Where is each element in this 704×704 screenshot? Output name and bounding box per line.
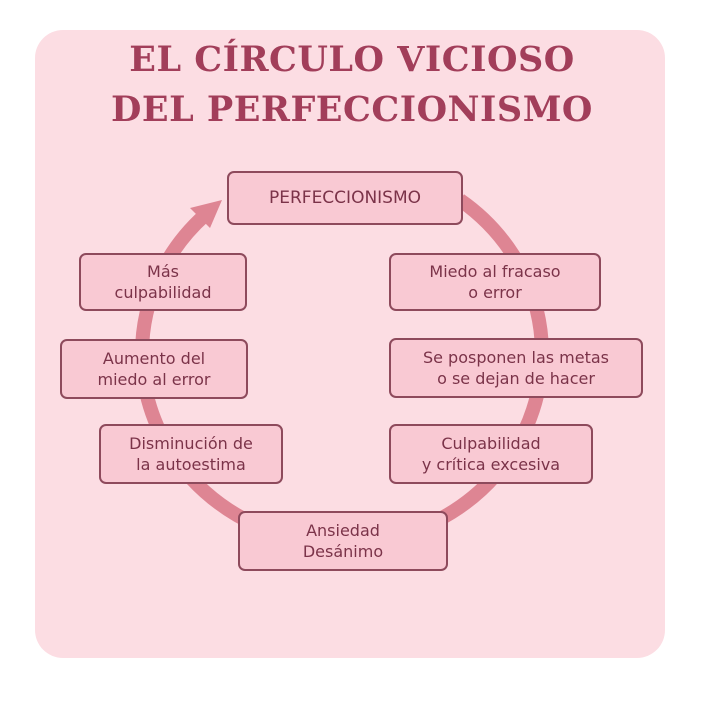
node-culpabilidad-critica: Culpabilidad y crítica excesiva [389, 424, 593, 484]
node-disminucion-autoestima: Disminución de la autoestima [99, 424, 283, 484]
node-text: Ansiedad [306, 521, 380, 540]
node-text: la autoestima [136, 455, 246, 474]
node-text: Culpabilidad [441, 434, 541, 453]
node-text: culpabilidad [114, 283, 212, 302]
node-text: PERFECCIONISMO [268, 187, 422, 208]
node-text: o error [468, 283, 522, 302]
node-text: o se dejan de hacer [437, 369, 595, 388]
node-text: Desánimo [302, 542, 384, 561]
node-perfeccionismo: PERFECCIONISMO [227, 171, 463, 225]
title-line-1: EL CÍRCULO VICIOSO [129, 39, 575, 80]
node-text: y crítica excesiva [421, 455, 561, 474]
node-aumento-miedo: Aumento del miedo al error [60, 339, 248, 399]
node-posponen-metas: Se posponen las metas o se dejan de hacer [389, 338, 643, 398]
node-mas-culpabilidad: Más culpabilidad [79, 253, 247, 311]
node-text: Miedo al fracaso [429, 262, 561, 281]
arrow-head-icon [190, 200, 222, 228]
node-miedo-fracaso: Miedo al fracaso o error [389, 253, 601, 311]
title-line-2: DEL PERFECCIONISMO [111, 89, 593, 130]
node-text: miedo al error [97, 370, 211, 389]
node-text: Más [147, 262, 179, 281]
node-text: Se posponen las metas [422, 348, 610, 367]
node-text: Aumento del [102, 349, 206, 368]
node-text: Disminución de [129, 434, 253, 453]
